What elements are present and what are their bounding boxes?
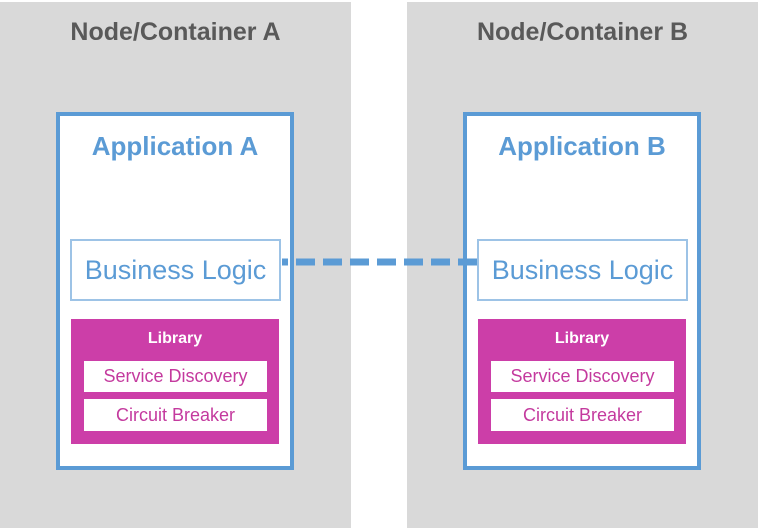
library-b-title: Library xyxy=(554,330,610,347)
circuit-breaker-a-box: Circuit Breaker xyxy=(84,399,267,431)
service-discovery-a-box: Service Discovery xyxy=(84,361,267,392)
circuit-breaker-b-box: Circuit Breaker xyxy=(491,399,674,431)
business-logic-a-box: Business Logic xyxy=(70,239,281,301)
library-b-box: Library Service Discovery Circuit Breake… xyxy=(478,319,686,444)
application-b-title: Application B xyxy=(498,131,666,161)
node-container-a-title: Node/Container A xyxy=(70,18,281,46)
library-a-title: Library xyxy=(147,330,203,347)
dashed-connector-line xyxy=(282,258,478,266)
application-a-box: Application A Business Logic Library Ser… xyxy=(56,112,294,470)
node-container-b-title: Node/Container B xyxy=(476,18,689,46)
service-discovery-b-box: Service Discovery xyxy=(491,361,674,392)
node-container-a-panel: Node/Container A Application A Business … xyxy=(0,2,351,528)
application-a-title: Application A xyxy=(91,131,259,161)
library-a-box: Library Service Discovery Circuit Breake… xyxy=(71,319,279,444)
application-b-box: Application B Business Logic Library Ser… xyxy=(463,112,701,470)
node-container-b-panel: Node/Container B Application B Business … xyxy=(407,2,758,528)
business-logic-b-box: Business Logic xyxy=(477,239,688,301)
